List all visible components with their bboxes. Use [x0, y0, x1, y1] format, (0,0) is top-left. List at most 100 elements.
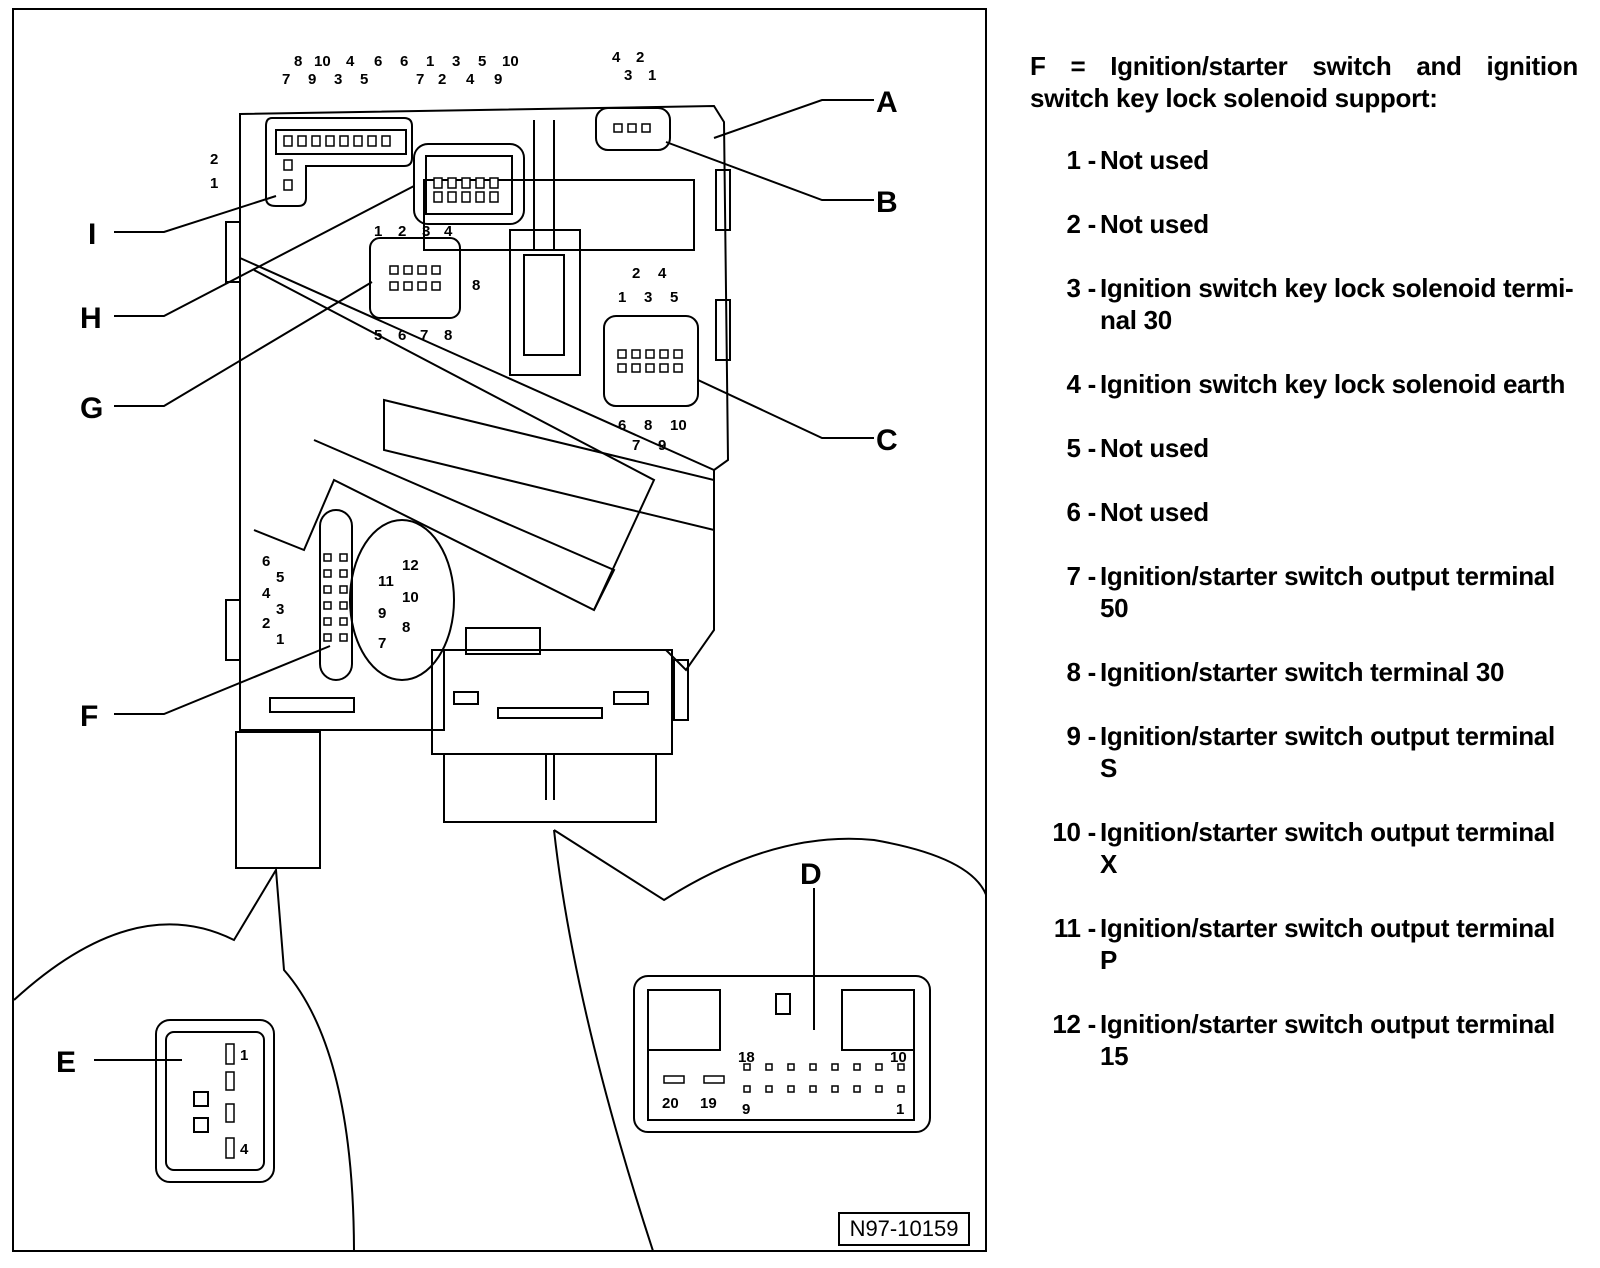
callout-I: I: [88, 218, 96, 251]
pin-label: 1: [426, 53, 434, 70]
pin-label: 2: [636, 49, 644, 66]
pin-label: 11: [378, 573, 394, 590]
pin-label: 5: [276, 569, 284, 586]
pin-label: 20: [662, 1095, 679, 1112]
pin-label: 1: [618, 289, 626, 306]
pin-label: 3: [276, 601, 284, 618]
pin-label: 2: [210, 151, 218, 168]
bubble-E-outline: [14, 866, 355, 1250]
heading-word: switch: [1312, 51, 1392, 81]
legend-item: 10 -Ignition/starter switch output termi…: [1030, 816, 1578, 880]
pin-cavities: [225, 123, 905, 1159]
item-text: Not used: [1100, 433, 1209, 463]
leader-I: [114, 195, 277, 233]
legend-heading: F = Ignition/starter switch and ignition: [1030, 50, 1578, 82]
housing-outline: [239, 104, 730, 731]
pin-label: 7: [632, 437, 640, 454]
pin-label: 6: [374, 53, 382, 70]
pin-label: 5: [478, 53, 486, 70]
connector-G-shell: [369, 237, 461, 319]
bubble-D-outline: [553, 829, 985, 902]
pin-label: 1: [240, 1047, 248, 1064]
item-text: Ignition/starter switch output terminal …: [1100, 913, 1555, 975]
item-text: Ignition/starter switch terminal 30: [1100, 657, 1505, 687]
legend-item: 9 -Ignition/starter switch output termin…: [1030, 720, 1578, 784]
callout-B: B: [876, 186, 898, 219]
pin-label: 10: [890, 1049, 907, 1066]
housing-window: [423, 179, 695, 251]
pin-label: 5: [360, 71, 368, 88]
item-number: 6 -: [1066, 497, 1097, 527]
pin-label: 8: [444, 327, 452, 344]
connector-F-oval: [349, 519, 455, 681]
callout-F: F: [80, 700, 98, 733]
pin-label: 8: [644, 417, 652, 434]
item-number: 3 -: [1066, 273, 1097, 303]
legend: F = Ignition/starter switch and ignition…: [1030, 50, 1578, 1104]
pin-label: 6: [262, 553, 270, 570]
pin-label: 1: [896, 1101, 904, 1118]
item-number: 12 -: [1052, 1009, 1096, 1039]
pin-label: 5: [670, 289, 678, 306]
item-text: Ignition/starter switch output terminal …: [1100, 561, 1555, 623]
pin-label: 2: [438, 71, 446, 88]
leader-A: [713, 99, 874, 139]
pin-label: 12: [402, 557, 419, 574]
housing-slant-2: [253, 269, 656, 612]
pin-label: 7: [416, 71, 424, 88]
pin-label: 2: [632, 265, 640, 282]
item-text: Ignition/starter switch output terminal …: [1100, 1009, 1555, 1071]
bottom-connector: [431, 649, 673, 755]
callout-G: G: [80, 392, 103, 425]
pin-label: 3: [422, 223, 430, 240]
callout-E: E: [56, 1046, 76, 1079]
legend-item: 6 -Not used: [1030, 496, 1578, 528]
item-number: 7 -: [1066, 561, 1097, 591]
pin-label: 8: [294, 53, 302, 70]
item-text: Ignition switch key lock solenoid termi-…: [1100, 273, 1574, 335]
pin-label: 9: [308, 71, 316, 88]
legend-item: 2 -Not used: [1030, 208, 1578, 240]
housing-slant-1: [239, 257, 715, 471]
pin-label: 4: [346, 53, 355, 70]
item-number: 10 -: [1052, 817, 1096, 847]
leader-C: [697, 379, 874, 439]
pin-label: 3: [334, 71, 342, 88]
pin-label: 19: [700, 1095, 717, 1112]
reference-number: N97-10159: [838, 1212, 970, 1246]
leader-F: [114, 645, 331, 715]
item-number: 5 -: [1066, 433, 1097, 463]
pin-label: 4: [444, 223, 453, 240]
pin-label: 8: [402, 619, 410, 636]
legend-item: 1 -Not used: [1030, 144, 1578, 176]
leader-G: [114, 281, 373, 407]
legend-item: 8 -Ignition/starter switch terminal 30: [1030, 656, 1578, 688]
heading-word: Ignition/starter: [1110, 51, 1288, 81]
legend-item: 12 -Ignition/starter switch output termi…: [1030, 1008, 1578, 1072]
item-number: 9 -: [1066, 721, 1097, 751]
housing-slant-3: [383, 398, 715, 532]
pin-label: 6: [400, 53, 408, 70]
legend-item: 3 -Ignition switch key lock solenoid ter…: [1030, 272, 1578, 336]
connector-F-slot: [319, 509, 353, 681]
connector-C-shell: [603, 315, 699, 407]
pin-label: 1: [276, 631, 284, 648]
diagram-frame: A B C D E F G H I 8 10 4 6 7 9 3 5 2 1 6…: [12, 8, 987, 1252]
callout-H: H: [80, 302, 102, 335]
pin-label: 7: [420, 327, 428, 344]
legend-item: 4 -Ignition switch key lock solenoid ear…: [1030, 368, 1578, 400]
callout-A: A: [876, 86, 898, 119]
bracket-top: [509, 229, 581, 376]
heading-word: F: [1030, 51, 1046, 81]
connector-E-shell: [155, 1019, 275, 1183]
heading-word: and: [1416, 51, 1462, 81]
item-number: 8 -: [1066, 657, 1097, 687]
pin-label: 9: [494, 71, 502, 88]
legend-heading-line2: switch key lock solenoid support:: [1030, 83, 1438, 113]
heading-word: =: [1070, 51, 1086, 81]
pin-label: 9: [378, 605, 386, 622]
pin-label: 6: [618, 417, 626, 434]
legend-item: 11 -Ignition/starter switch output termi…: [1030, 912, 1578, 976]
pin-label: 10: [502, 53, 519, 70]
connector-D-shell: [633, 975, 931, 1133]
